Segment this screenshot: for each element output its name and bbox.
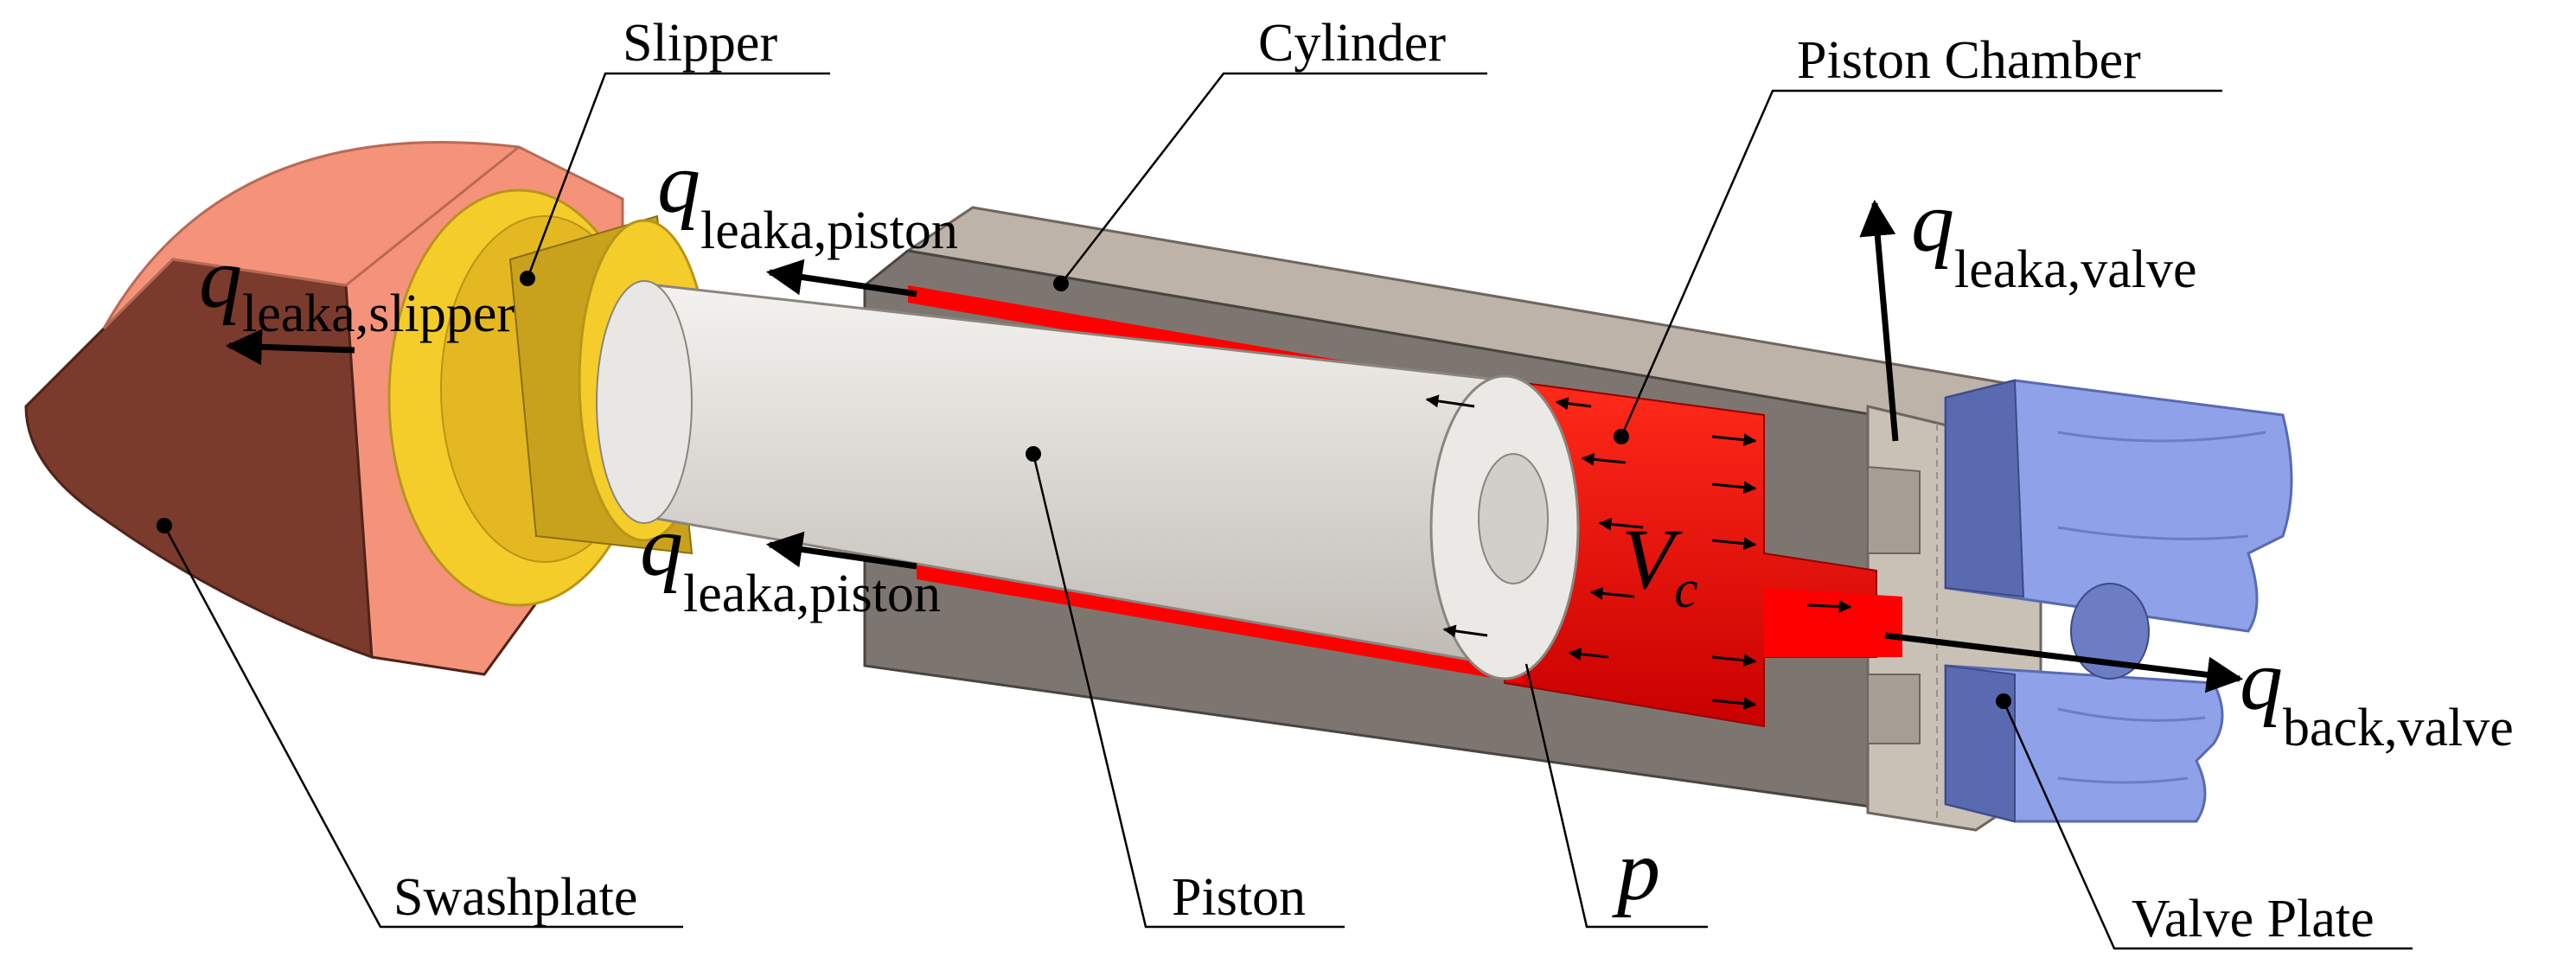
arrow-leak-valve (1859, 199, 1899, 442)
volume-symbol: Vc (1621, 511, 1698, 619)
valve-plate-grooves (2057, 431, 2266, 784)
valve-plate-lower-side (1945, 664, 2016, 823)
label-piston-chamber: Piston Chamber (1797, 31, 2141, 90)
swashplate-edge (102, 145, 520, 330)
leader-lines (163, 72, 2413, 950)
label-slipper: Slipper (623, 14, 777, 73)
valve-plate-upper-side (1945, 379, 2025, 598)
cylinder-port-notch (1867, 465, 1921, 744)
pressure-arrows (1425, 394, 1852, 711)
flow-arrows (225, 199, 2244, 693)
flow-back-valve: qback,valve (2240, 632, 2514, 757)
flow-leak-valve: qleaka,valve (1911, 174, 2197, 299)
valve-plate-kidney (2070, 583, 2150, 680)
flow-leak-piston-top: qleaka,piston (657, 135, 958, 260)
label-valve-plate: Valve Plate (2132, 890, 2375, 948)
piston-bore (1478, 453, 1549, 584)
pressure-symbol: p (1612, 822, 1660, 918)
flow-leak-piston-bottom: qleaka,piston (640, 498, 941, 623)
arrow-leak-piston-top (765, 259, 917, 297)
label-swashplate: Swashplate (393, 868, 637, 927)
label-piston: Piston (1172, 868, 1306, 927)
leader-dots (157, 271, 2011, 709)
arrow-leak-slipper (225, 329, 355, 366)
chamber-outlet (1764, 588, 1902, 657)
arrow-leak-piston-bottom (765, 531, 917, 570)
arrow-back-valve (1884, 632, 2244, 693)
piston-rear-end (596, 280, 693, 524)
piston (596, 280, 1580, 680)
flow-leak-slipper: qleaka,slipper (199, 230, 515, 343)
swashplate-side (24, 258, 374, 660)
label-cylinder: Cylinder (1258, 14, 1446, 73)
valve-plate-upper (1944, 379, 2293, 633)
